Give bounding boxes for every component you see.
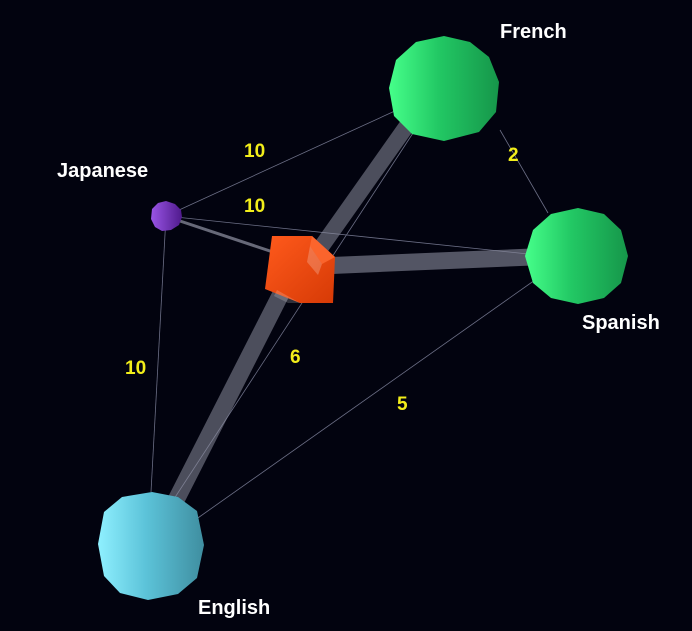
edges-layer	[150, 109, 549, 521]
edge-french-spanish	[499, 129, 549, 214]
labels-layer: French Japanese Spanish English	[57, 21, 660, 619]
label-english: English	[198, 597, 270, 619]
weight-japanese-english: 10	[125, 358, 146, 379]
weight-japanese-french: 10	[244, 141, 265, 162]
edge-japanese-english	[150, 215, 167, 493]
weight-spanish-english: 5	[397, 394, 408, 415]
node-japanese[interactable]	[151, 201, 182, 231]
weight-japanese-spanish: 10	[244, 196, 265, 217]
hub-links-layer	[164, 105, 533, 512]
node-hub-cube[interactable]	[265, 236, 335, 303]
hub-link-french	[305, 105, 425, 265]
label-spanish: Spanish	[582, 312, 660, 334]
weight-french-spanish: 2	[508, 145, 519, 166]
edge-japanese-french	[165, 109, 398, 217]
nodes-layer	[98, 36, 628, 600]
label-french: French	[500, 21, 567, 43]
weight-french-english: 6	[290, 347, 301, 368]
node-spanish[interactable]	[525, 208, 628, 304]
edge-spanish-english	[194, 279, 536, 521]
edge-japanese-spanish	[165, 215, 529, 255]
weights-layer: 10 10 10 2 6 5	[125, 141, 519, 415]
node-french[interactable]	[389, 36, 499, 141]
hub-link-japanese	[167, 215, 286, 258]
hub-link-english	[164, 276, 296, 512]
label-japanese: Japanese	[57, 160, 148, 182]
node-english[interactable]	[98, 492, 204, 600]
hub-link-spanish	[319, 248, 533, 275]
